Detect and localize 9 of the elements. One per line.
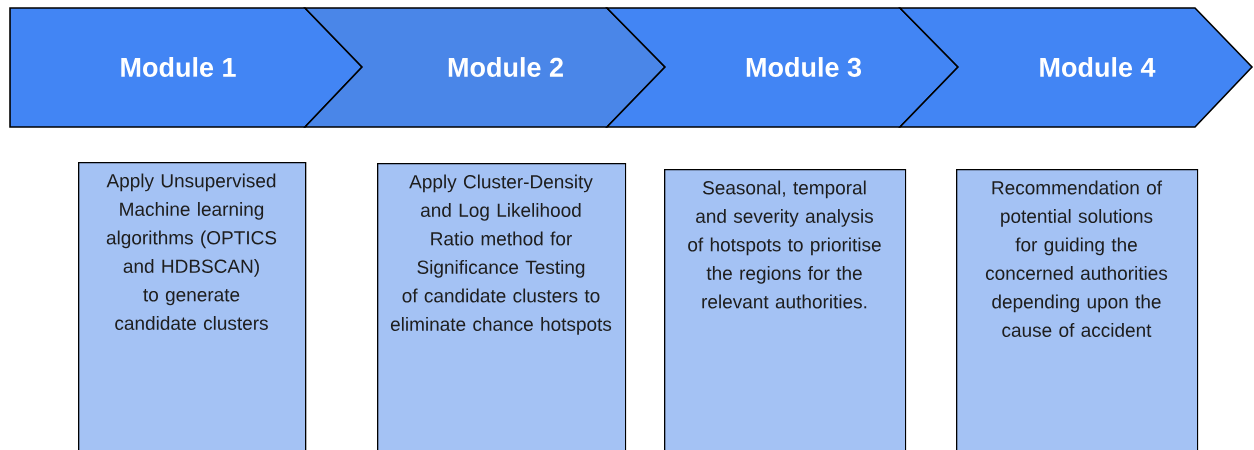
step-box: Apply Cluster-Density and Log Likelihood Ratio method for Significance Testing of candidate clusters to eliminate chance hotspots bbox=[377, 163, 627, 450]
module-banner: Module 3 bbox=[605, 7, 960, 128]
step-box: Seasonal, temporal and severity analysis of hotspots to prioritise the regions for the relevant authorities. bbox=[664, 169, 907, 450]
module-banner: Module 2 bbox=[303, 7, 667, 128]
module-banner: Module 1 bbox=[9, 7, 364, 128]
module-banner: Module 4 bbox=[898, 7, 1254, 128]
node-label: Module 4 bbox=[1040, 57, 1156, 77]
step-box: Apply Unsupervised Machine learning algorithms (OPTICS and HDBSCAN) to generate candidate clusters bbox=[78, 162, 307, 450]
step-box: Recommendation of potential solutions for guiding the concerned authorities depending upon the cause of accident bbox=[956, 169, 1199, 450]
